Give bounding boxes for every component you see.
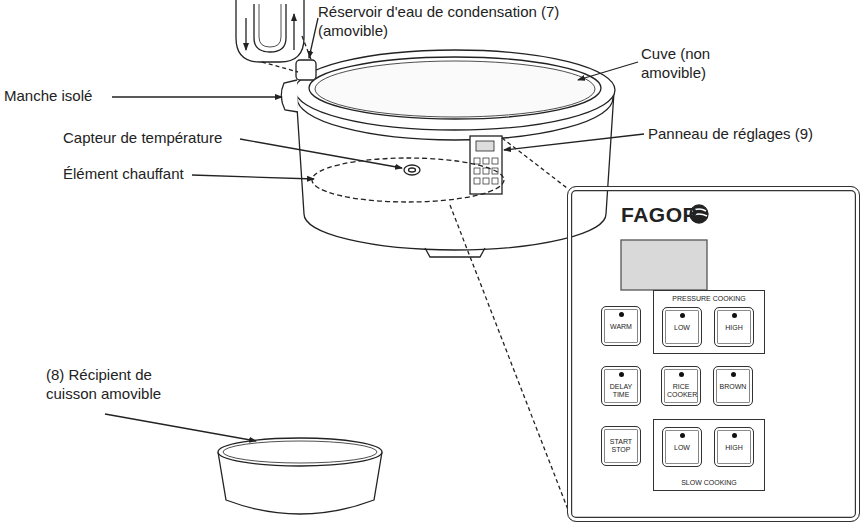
indicator-led (619, 372, 624, 377)
indicator-led (680, 313, 685, 318)
group-label: PRESSURE COOKING (654, 295, 764, 303)
cooker-rim (295, 50, 615, 130)
button-label: HIGH (720, 324, 748, 332)
button-label: DELAY TIME (607, 383, 635, 399)
part-label: Cuve (non amovible) (641, 44, 756, 82)
brand-logo: FAGOR (621, 203, 698, 227)
button-group: PRESSURE COOKING LOW HIGH (653, 290, 765, 354)
temperature-sensor (404, 165, 420, 175)
part-label: Capteur de température (63, 128, 263, 147)
group-label: SLOW COOKING (654, 479, 764, 487)
reservoir-detail (259, 4, 281, 47)
leader-line (309, 18, 318, 58)
slide-arrow (293, 14, 294, 50)
heating-element (312, 158, 504, 202)
indicator-led (732, 433, 737, 438)
button-label: BROWN (719, 383, 747, 391)
indicator-led (732, 313, 737, 318)
button-label: START STOP (607, 438, 635, 454)
reservoir-detail (254, 4, 286, 52)
button-label: LOW (668, 324, 696, 332)
zoom-leader (502, 138, 567, 188)
button-label: HIGH (720, 444, 748, 452)
small-button (474, 168, 480, 174)
inset-leader (262, 62, 298, 72)
leader-line (105, 414, 256, 441)
control-button: START STOP (601, 426, 641, 466)
part-label: Réservoir d'eau de condensation (7) (amo… (318, 2, 583, 40)
small-control-panel (470, 136, 502, 194)
cooking-pot-rim (218, 438, 382, 466)
part-label: Élément chauffant (63, 164, 223, 183)
indicator-led (679, 372, 684, 377)
control-button: WARM (601, 306, 641, 346)
control-button: RICE COOKER (661, 366, 701, 406)
button-label: WARM (607, 323, 635, 331)
part-label: Panneau de réglages (9) (648, 124, 863, 143)
cooking-pot-inner (223, 441, 377, 463)
leader-line (578, 62, 638, 80)
button-label: RICE COOKER (667, 383, 695, 399)
part-label: Manche isolé (4, 86, 164, 105)
zoom-leader (450, 205, 572, 520)
small-button (492, 158, 498, 164)
control-button: DELAY TIME (601, 366, 641, 406)
button-label: LOW (668, 444, 696, 452)
small-button (474, 158, 480, 164)
temperature-sensor-core (409, 168, 416, 172)
small-button (474, 178, 480, 184)
control-button: LOW (662, 427, 702, 467)
insulated-handle (281, 80, 298, 112)
condensation-reservoir (296, 60, 316, 80)
control-button: HIGH (714, 307, 754, 347)
small-button (483, 168, 489, 174)
cooker-foot (425, 248, 485, 257)
display-screen (621, 240, 707, 290)
control-panel: FAGOR PRESSURE COOKING LOW HIGH WARM DELAY TI… (567, 186, 860, 522)
leader-line (112, 96, 282, 97)
leader-line (504, 134, 644, 150)
indicator-led (619, 312, 624, 317)
control-button: LOW (662, 307, 702, 347)
small-display (476, 141, 494, 151)
indicator-led (680, 433, 685, 438)
cooker-inner-ring (315, 61, 595, 117)
cooker-opening (309, 57, 601, 119)
indicator-led (731, 372, 736, 377)
leader-line (240, 139, 402, 168)
small-button (483, 178, 489, 184)
leader-line (192, 175, 314, 179)
small-button (492, 178, 498, 184)
slide-arrow (245, 18, 246, 50)
detail-inset (236, 0, 304, 62)
button-group: SLOW COOKING LOW HIGH (653, 419, 765, 491)
control-button: HIGH (714, 427, 754, 467)
small-button (483, 158, 489, 164)
control-button: BROWN (713, 366, 753, 406)
part-label: (8) Récipient de cuisson amovible (46, 365, 176, 403)
